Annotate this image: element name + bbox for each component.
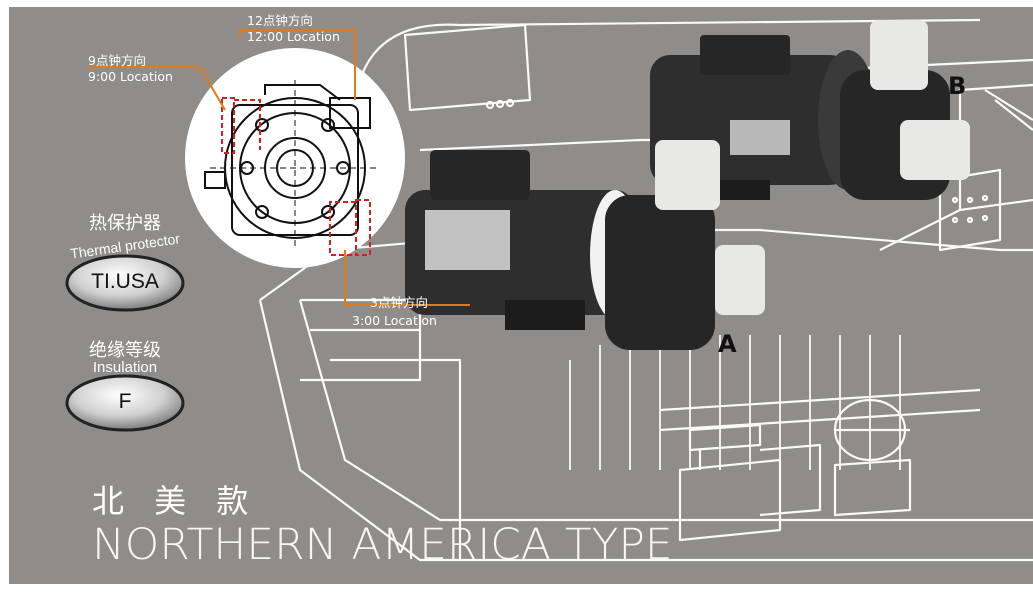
label-12-en: 12:00 Location <box>247 29 340 44</box>
orientation-diagram <box>185 48 405 268</box>
badges-art <box>65 254 185 432</box>
label-9-cn: 9点钟方向 <box>88 53 146 68</box>
label-3-cn: 3点钟方向 <box>370 295 428 310</box>
pump-b-label: B <box>948 72 967 100</box>
type-title-en: NORTHERN AMERICA TYPE <box>92 520 673 570</box>
type-title-cn: 北 美 款 <box>92 482 259 520</box>
label-9-en: 9:00 Location <box>88 69 173 84</box>
pump-a <box>405 140 765 350</box>
pump-a-label: A <box>718 330 737 358</box>
insulation-cn: 绝缘等级 <box>89 340 161 360</box>
label-3-en: 3:00 Location <box>352 313 437 328</box>
label-12-cn: 12点钟方向 <box>247 13 313 28</box>
leader-lines <box>88 29 470 306</box>
thermal-cn: 热保护器 <box>89 213 161 233</box>
thermal-value: TI.USA <box>91 270 159 293</box>
insulation-value: F <box>118 390 132 413</box>
insulation-en: Insulation <box>92 359 158 376</box>
